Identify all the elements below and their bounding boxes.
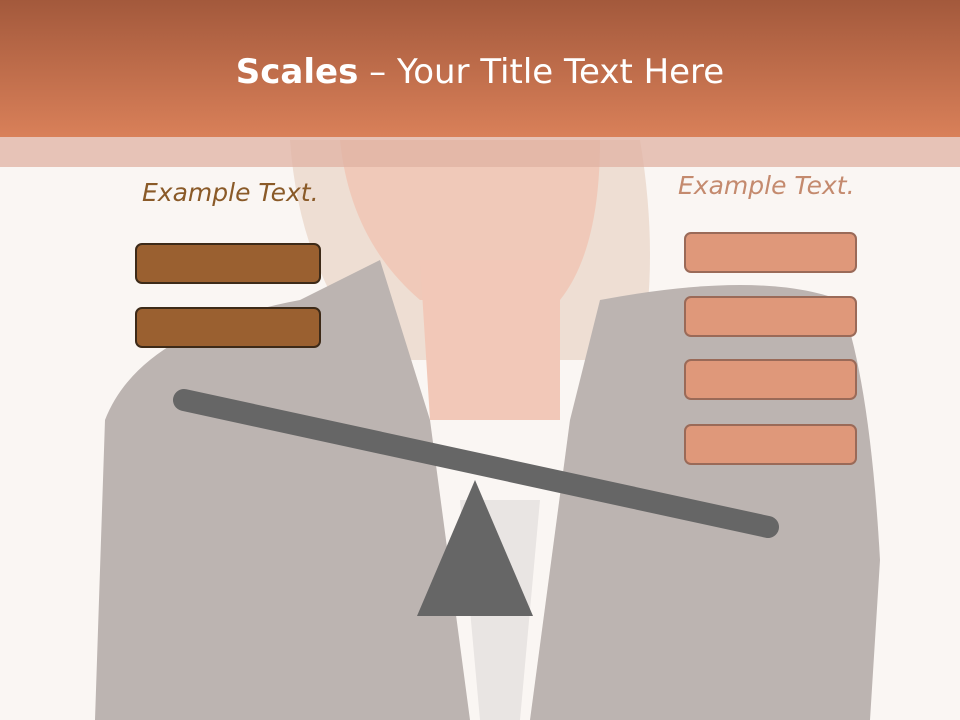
left-weight-box bbox=[135, 307, 321, 348]
right-weight-box bbox=[684, 359, 857, 400]
right-weight-box bbox=[684, 232, 857, 273]
right-weight-box bbox=[684, 424, 857, 465]
left-weight-box bbox=[135, 243, 321, 284]
scale-fulcrum bbox=[417, 480, 533, 616]
title-bar bbox=[0, 0, 960, 137]
left-label: Example Text. bbox=[142, 178, 319, 207]
scale-beam bbox=[173, 389, 779, 538]
title-band bbox=[0, 137, 960, 167]
right-weight-box bbox=[684, 296, 857, 337]
right-label: Example Text. bbox=[678, 171, 855, 200]
slide-title: Scales – Your Title Text Here bbox=[0, 52, 960, 92]
title-rest: – Your Title Text Here bbox=[358, 52, 725, 92]
title-bold: Scales bbox=[235, 52, 359, 92]
